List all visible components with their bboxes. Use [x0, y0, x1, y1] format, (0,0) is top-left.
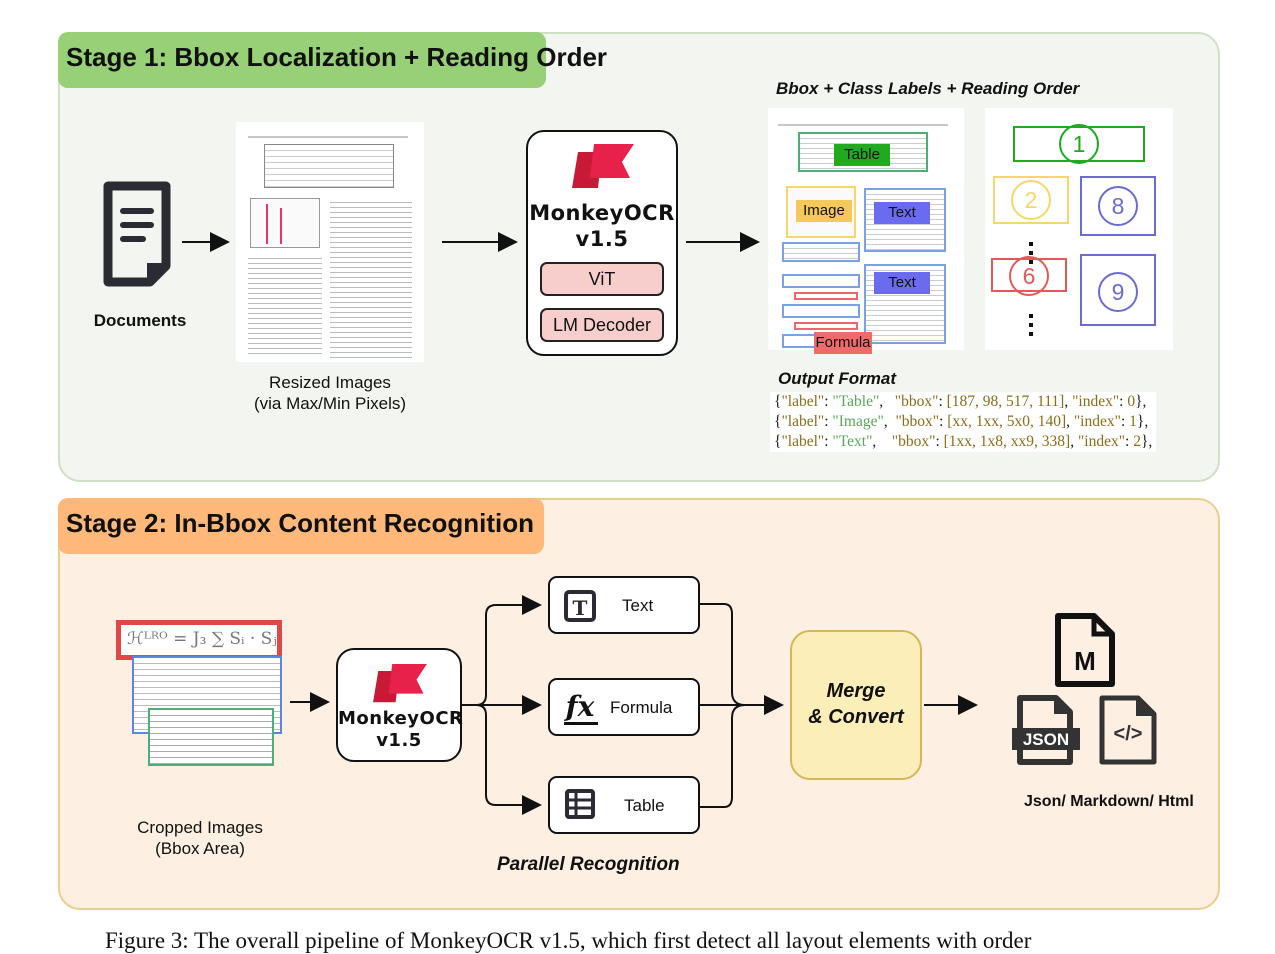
arrow-to-table-branch — [462, 704, 542, 815]
cropped-table-image — [148, 708, 274, 766]
formula-icon: fx — [564, 690, 598, 725]
text-tag-1: Text — [874, 202, 930, 224]
output-format-block: {"label": "Table", "bbox": [187, 98, 517… — [770, 392, 1157, 452]
resized-document-thumbnail — [236, 122, 424, 362]
table-branch-box: Table — [548, 776, 700, 834]
output-format-line: {"label": "Table", "bbox": [187, 98, 517… — [774, 393, 1147, 410]
connector-table-to-merge — [700, 704, 746, 808]
table-branch-label: Table — [624, 796, 665, 815]
merge-line1: Merge — [826, 680, 886, 702]
text-tag-2: Text — [874, 272, 930, 294]
svg-text:T: T — [573, 596, 588, 620]
layout-annotated-page: Table Image Text Text Formula — [768, 108, 964, 354]
model-version: v1.5 — [376, 730, 422, 751]
documents-label: Documents — [93, 311, 187, 330]
stage2-title: Stage 2: In-Bbox Content Recognition — [58, 498, 544, 554]
cropped-label-line2: (Bbox Area) — [155, 839, 245, 858]
model-name: MonkeyOCR — [338, 708, 464, 729]
arrow-to-text-branch — [462, 595, 542, 706]
monkeyocr-logo-icon — [373, 664, 427, 703]
text-branch-box: T Text — [548, 576, 700, 634]
image-tag: Image — [796, 200, 852, 222]
reading-order-9: 9 — [1098, 272, 1138, 312]
monkeyocr-logo-icon — [572, 144, 634, 188]
svg-text:M: M — [1074, 646, 1096, 676]
formula-branch-label: Formula — [610, 698, 673, 717]
output-formats-label: Json/ Markdown/ Html — [1024, 793, 1194, 810]
table-tag: Table — [834, 144, 890, 166]
table-icon — [565, 789, 595, 819]
model-name: MonkeyOCR — [529, 201, 675, 225]
figure-caption: Figure 3: The overall pipeline of Monkey… — [105, 928, 1032, 953]
cropped-formula-text: ℋᴸᴿᴼ = J₃ ∑ Sᵢ · Sⱼ — [127, 629, 277, 649]
reading-order-page: 1 2 8 6 9 — [985, 108, 1173, 350]
cropped-label-line1: Cropped Images — [137, 818, 263, 837]
cropped-formula-image: ℋᴸᴿᴼ = J₃ ∑ Sᵢ · Sⱼ — [116, 620, 282, 660]
resized-label-line2: (via Max/Min Pixels) — [253, 394, 407, 413]
document-icon — [103, 181, 171, 287]
monkeyocr-model-stage2: MonkeyOCR v1.5 — [336, 648, 464, 762]
output-heading: Bbox + Class Labels + Reading Order — [776, 79, 1080, 98]
cropped-images-label: Cropped Images (Bbox Area) — [120, 817, 280, 859]
resized-label-line1: Resized Images — [269, 373, 391, 392]
html-file-icon: </> — [1099, 695, 1157, 765]
formula-bbox — [794, 322, 858, 330]
text-branch-label: Text — [622, 596, 654, 615]
svg-text:</>: </> — [1114, 723, 1143, 745]
reading-order-2: 2 — [1011, 180, 1051, 220]
resized-images-label: Resized Images (via Max/Min Pixels) — [230, 372, 430, 414]
parallel-recognition-label: Parallel Recognition — [497, 854, 680, 875]
formula-tag: Formula — [814, 332, 872, 354]
connector-text-to-merge — [700, 603, 746, 706]
model-version: v1.5 — [575, 227, 629, 251]
lm-decoder-component: LM Decoder — [540, 308, 664, 342]
markdown-file-icon: M — [1055, 613, 1115, 687]
reading-order-1: 1 — [1059, 124, 1099, 164]
stage1-title: Stage 1: Bbox Localization + Reading Ord… — [58, 32, 607, 88]
monkeyocr-model-stage1: MonkeyOCR v1.5 ViT LM Decoder — [526, 130, 678, 356]
merge-convert-box: Merge & Convert — [790, 630, 922, 780]
output-format-line: {"label": "Text", "bbox": [1xx, 1x8, xx9… — [774, 433, 1153, 450]
svg-text:fx: fx — [564, 690, 595, 723]
formula-branch-box: fx Formula — [548, 678, 700, 736]
text-icon: T — [564, 590, 596, 622]
reading-order-8: 8 — [1098, 186, 1138, 226]
vit-component: ViT — [540, 262, 664, 296]
output-format-title: Output Format — [778, 369, 897, 388]
svg-text:JSON: JSON — [1023, 730, 1069, 749]
merge-line2: & Convert — [808, 706, 904, 728]
json-file-icon: JSON — [1012, 695, 1080, 765]
output-format-line: {"label": "Image", "bbox": [xx, 1xx, 5x0… — [774, 413, 1149, 430]
reading-order-6: 6 — [1009, 256, 1049, 296]
